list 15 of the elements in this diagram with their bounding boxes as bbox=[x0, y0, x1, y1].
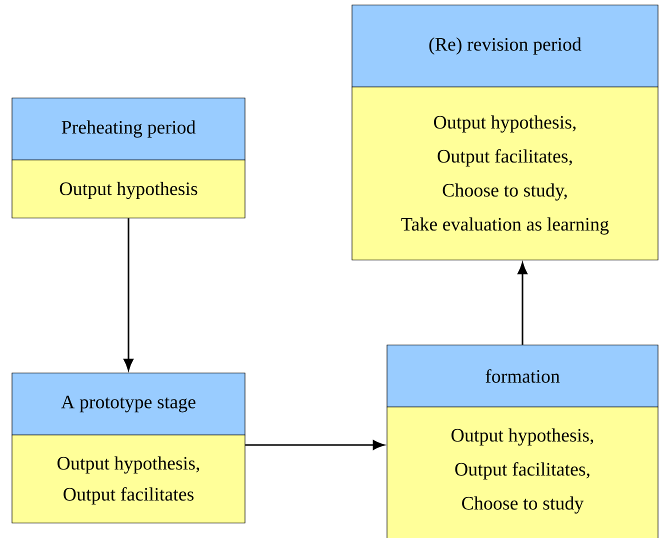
arrow bbox=[518, 262, 528, 345]
body-box: Output hypothesis, Output facilitates, Choose to study, Take evaluation as learning bbox=[352, 86, 658, 260]
body-box: Output hypothesis, Output facilitates, Choose to study bbox=[386, 406, 658, 538]
node-label: Output hypothesis, bbox=[434, 115, 576, 133]
node-label: Output facilitates, bbox=[438, 149, 572, 167]
arrow bbox=[124, 218, 134, 370]
arrow bbox=[245, 440, 384, 450]
header-box: A prototype stage bbox=[12, 372, 246, 436]
body-box: Output hypothesis, Output facilitates bbox=[12, 434, 246, 524]
header-box: formation bbox=[386, 344, 658, 408]
header-box: Preheating period bbox=[12, 98, 246, 160]
node-label: Choose to study, bbox=[442, 183, 567, 201]
node-label: Take evaluation as learning bbox=[401, 217, 609, 235]
body-box: Output hypothesis bbox=[12, 160, 246, 218]
header-box: (Re) revision period bbox=[352, 4, 658, 88]
